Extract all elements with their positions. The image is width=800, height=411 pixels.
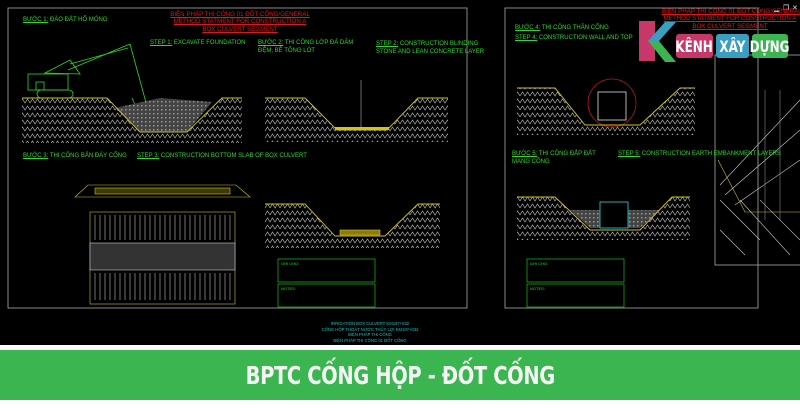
logo-text: KÊNH — [675, 36, 714, 56]
step-number: STEP 1: — [150, 40, 173, 46]
restore-icon[interactable]: ❐ — [783, 5, 790, 12]
title-block-line: CỐNG HỘP THOÁT NƯỚC THỦY LỢI KM197+032 — [321, 326, 419, 332]
trench-step1 — [22, 97, 242, 143]
step-text: THI CÔNG ĐẮP ĐẤT MANG CỐNG — [512, 151, 596, 165]
notes-en-label: NOTES: — [530, 286, 545, 291]
step-number: STEP 3: — [137, 153, 160, 159]
step-number: BƯỚC 3: — [23, 153, 49, 159]
step-number: STEP 4: — [515, 35, 538, 41]
bottom-slab-drawing — [74, 184, 251, 305]
right-sheet-title: BIỆN PHÁP THI CÔNG 01 ĐỐT CỐNG/GENERAL M… — [662, 8, 800, 30]
trench-step2 — [265, 80, 448, 142]
cad-drawing — [7, 7, 800, 309]
logo-word-kenh: KÊNH — [676, 34, 713, 58]
step-number: STEP 2: — [376, 41, 399, 47]
title-banner: BPTC CỐNG HỘP - ĐỐT CỐNG — [0, 350, 800, 400]
step-number: STEP 5: — [618, 151, 641, 157]
trench-step4 — [517, 78, 695, 135]
step4-vi-heading: BƯỚC 4: THI CÔNG THÂN CỐNG — [515, 25, 609, 31]
right-sheet-frame — [504, 7, 759, 309]
step-text: CONSTRUCTION EARTH EMBANKMENT LAYERS — [641, 151, 781, 157]
banner-text: BPTC CỐNG HỘP - ĐỐT CỐNG — [245, 360, 555, 390]
step3-en-heading: STEP 3: CONSTRUCTION BOTTOM SLAB OF BOX … — [137, 153, 307, 159]
notes-box-vi-right — [526, 258, 625, 283]
title-block-line: IRRIGATION BOX CULVERT KM197+032 — [330, 321, 410, 326]
step-text: THI CÔNG THÂN CỐNG — [541, 25, 609, 31]
step2-vi-heading: BƯỚC 2: THI CÔNG LỚP ĐÁ DĂM ĐỆM, BÊ TÔNG… — [258, 40, 368, 56]
bottom-margin — [0, 400, 800, 411]
notes-box-en-left — [277, 283, 376, 308]
step-text: EXCAVATE FOUNDATION — [173, 40, 246, 46]
step4-en-heading: STEP 4: CONSTRUCTION WALL AND TOP — [515, 35, 633, 41]
step-number: BƯỚC 5: — [512, 151, 538, 157]
title-line: BIỆN PHÁP THI CÔNG 01 ĐỐT CỐNG/GENERAL — [170, 11, 310, 18]
step1-en-heading: STEP 1: EXCAVATE FOUNDATION — [150, 40, 245, 46]
notes-vi-label: GHI CHÚ: — [281, 261, 299, 266]
logo-word-xay: XÂY — [716, 34, 749, 58]
title-line: BOX CULVERT SEGMENT — [202, 25, 278, 33]
step1-vi-heading: BƯỚC 1: ĐÀO ĐẤT HỐ MÓNG — [23, 17, 108, 23]
step2-en-heading: STEP 2: CONSTRUCTION BLINDING STONE AND L… — [376, 40, 484, 57]
title-line: BIỆN PHÁP THI CÔNG 01 ĐỐT CỐNG/GENERAL — [662, 8, 800, 15]
left-sheet-frame — [7, 7, 468, 309]
logo-text: DỰNG — [750, 36, 790, 56]
step-number: BƯỚC 1: — [23, 17, 49, 23]
trench-step5 — [517, 196, 690, 240]
title-line: METHOD STATMENT FOR CONSTRUCTION A — [663, 15, 797, 23]
title-line: BOX CULVERT SEGMENT — [692, 22, 768, 30]
third-sheet-frame — [714, 54, 800, 266]
title-line: METHOD STATMENT FOR CONSTRUCTION A — [173, 18, 307, 26]
logo-word-dung: DỰNG — [750, 34, 790, 58]
notes-box-vi-left — [277, 258, 376, 283]
step-text: CONSTRUCTION WALL AND TOP — [538, 35, 633, 41]
step-text: STONE AND LEAN CONCRETE LAYER — [376, 49, 485, 56]
logo-text: XÂY — [719, 36, 746, 56]
left-sheet-title: BIỆN PHÁP THI CÔNG 01 ĐỐT CỐNG/GENERAL M… — [170, 11, 310, 33]
step-text: CONSTRUCTION BLINDING — [399, 41, 479, 47]
step-text: ĐÀO ĐẤT HỐ MÓNG — [49, 17, 108, 23]
step-text: CONSTRUCTION BOTTOM SLAB OF BOX CULVERT — [160, 153, 307, 159]
step5-vi-heading: BƯỚC 5: THI CÔNG ĐẮP ĐẤT MANG CỐNG — [512, 151, 612, 167]
minimize-icon[interactable]: ▁ — [774, 5, 780, 12]
step-text: THI CÔNG LỚP ĐÁ DĂM ĐỆM, BÊ TÔNG LÓT — [258, 40, 354, 54]
notes-vi-label: GHI CHÚ: — [530, 261, 548, 266]
title-block-line: BIỆN PHÁP THI CÔNG 01 ĐỐT CỐNG — [333, 338, 407, 344]
trench-step3-section — [265, 203, 440, 248]
notes-en-label: NOTES: — [281, 286, 296, 291]
step-text: THI CÔNG BẢN ĐÁY CỐNG — [49, 153, 127, 159]
logo-k-mark — [639, 21, 676, 62]
notes-box-en-right — [526, 283, 625, 308]
step-number: BƯỚC 2: — [258, 40, 284, 46]
step5-en-heading: STEP 5: CONSTRUCTION EARTH EMBANKMENT LA… — [618, 151, 781, 157]
title-block-line: BIỆN PHÁP THI CÔNG — [348, 332, 392, 338]
step3-vi-heading: BƯỚC 3: THI CÔNG BẢN ĐÁY CỐNG — [23, 153, 127, 159]
title-block: IRRIGATION BOX CULVERT KM197+032 CỐNG HỘ… — [300, 321, 440, 344]
third-sheet-drawing — [717, 90, 800, 256]
close-icon[interactable]: ✕ — [792, 5, 798, 12]
step-number: BƯỚC 4: — [515, 25, 541, 31]
separator — [0, 345, 800, 350]
